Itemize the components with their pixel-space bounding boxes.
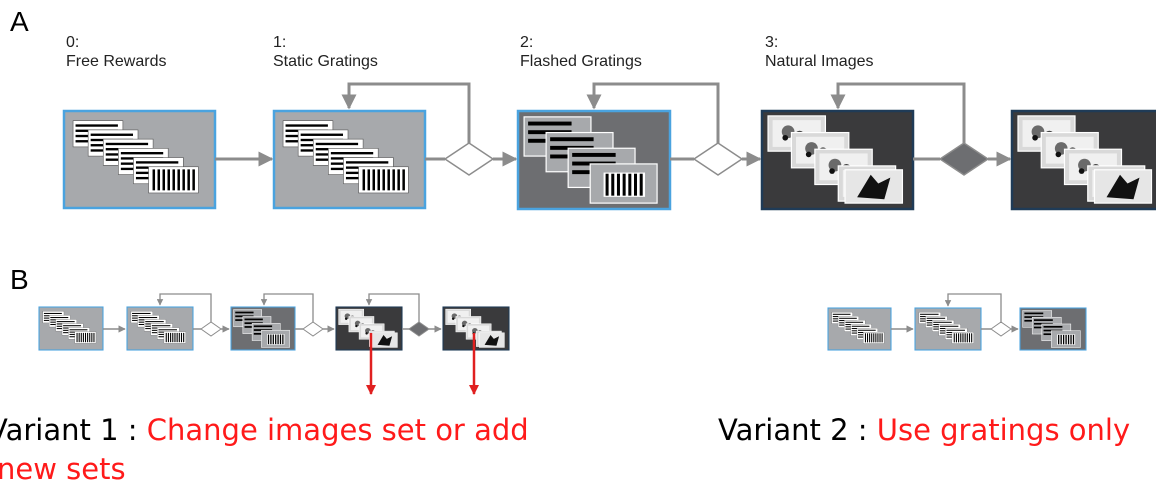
stage-4-box [1010,109,1156,211]
panel-label-b: B [10,264,29,295]
loop-arrow-1 [341,82,471,143]
variant-2-stage-2-box [1019,307,1087,351]
stage-1-number: 1: [273,34,287,51]
variant-1-stage-2-box [230,306,296,351]
variant-1-diamond-2 [302,321,324,337]
stage-2-number: 2: [520,34,534,51]
decision-diamond-2 [692,142,744,176]
decision-diamond-3 [938,142,990,176]
variant-1-stage-0-box [38,306,104,351]
stage-1-box [272,109,427,210]
variant-1-loop-2 [260,293,314,322]
panel-label-a: A [10,6,29,37]
stage-2-name: Flashed Gratings [520,53,642,70]
variant-2-diamond-1 [990,321,1012,337]
variant-2-caption: Variant 2 : Use gratings only [718,413,1130,447]
loop-arrow-3 [830,82,966,143]
variant-1-diamond-1 [200,321,222,337]
variant-2-prefix: Variant 2 : [718,413,877,447]
stage-3-box [760,109,915,211]
stage-3-name: Natural Images [765,53,874,70]
stage-2-box [516,109,672,211]
variant-1-stage-4-box [442,306,510,351]
stage-0-number: 0: [66,34,80,51]
variant-1-diamond-3 [408,321,430,337]
variant-2-stage-1-box [914,307,982,351]
variant-2-loop-1 [944,293,1002,323]
decision-diamond-1 [443,142,495,176]
stage-1-name: Static Gratings [273,53,378,70]
variant-1-stage-1-box [126,306,194,351]
variant-2-stage-0-box [827,307,892,351]
variant-1-caption-line2: new sets [0,452,126,486]
stage-3-number: 3: [765,34,779,51]
stage-0-box [62,109,217,210]
variant-1-loop-3 [365,293,420,322]
variant-2-highlight: Use gratings only [876,413,1131,447]
variant-1-loop-1 [156,293,212,322]
variant-1-caption: Variant 1 : Change images set or add [0,413,529,447]
loop-arrow-2 [586,82,720,143]
stage-0-name: Free Rewards [66,53,167,70]
variant-1-stage-3-box [335,306,403,351]
variant-1-prefix: Variant 1 : [0,413,147,447]
variant-1-highlight: Change images set or add [146,413,529,447]
